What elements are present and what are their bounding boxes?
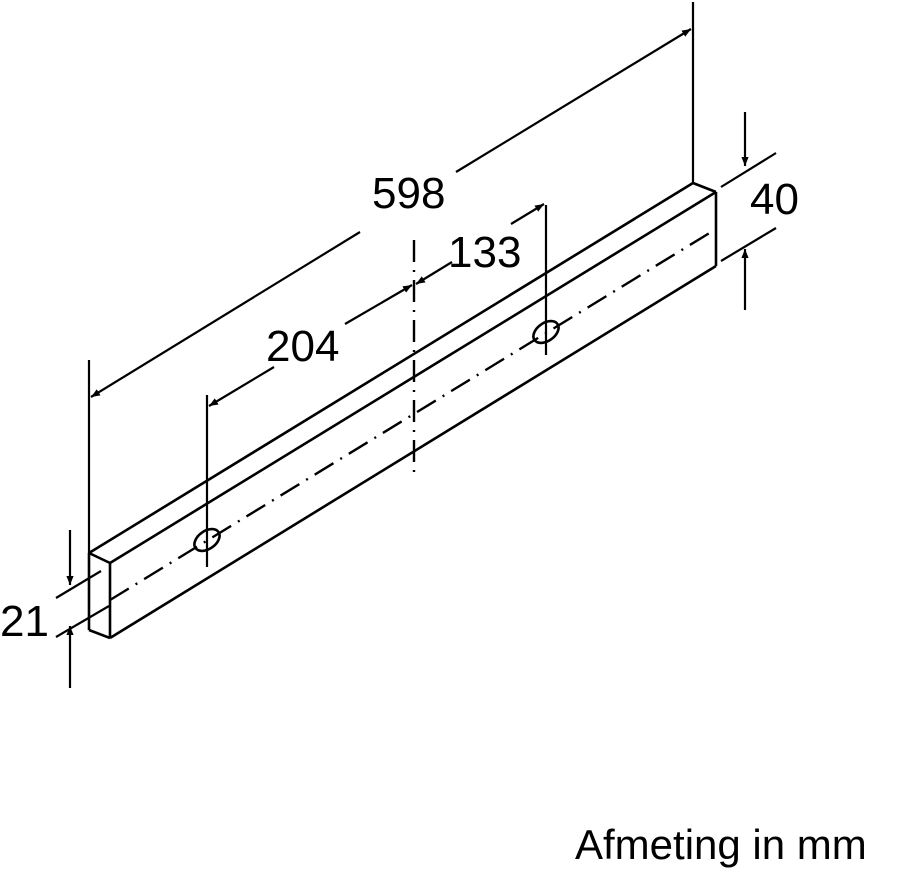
dimension-label-21: 21	[0, 597, 49, 646]
dimension-label-40: 40	[750, 175, 799, 224]
bar-top-back-edge	[88, 181, 694, 555]
bar-top-right-cap	[692, 181, 717, 194]
mounting-hole-left	[193, 395, 221, 567]
mounting-hole-right	[532, 205, 560, 355]
dimension-label-204: 204	[266, 322, 339, 371]
bar-left-bottom-edge	[88, 628, 111, 640]
dimension-label-598: 598	[372, 169, 445, 218]
dimension-598: 598	[90, 28, 692, 398]
bar-top-left-cap	[88, 551, 111, 565]
dimension-133: 133	[415, 203, 545, 285]
dimension-label-133: 133	[448, 228, 521, 277]
dimension-21: 21	[0, 530, 110, 688]
units-caption: Afmeting in mm	[575, 821, 867, 868]
dimension-204: 204	[208, 284, 413, 407]
bar-body	[87, 181, 718, 640]
dimension-40: 40	[720, 112, 799, 310]
